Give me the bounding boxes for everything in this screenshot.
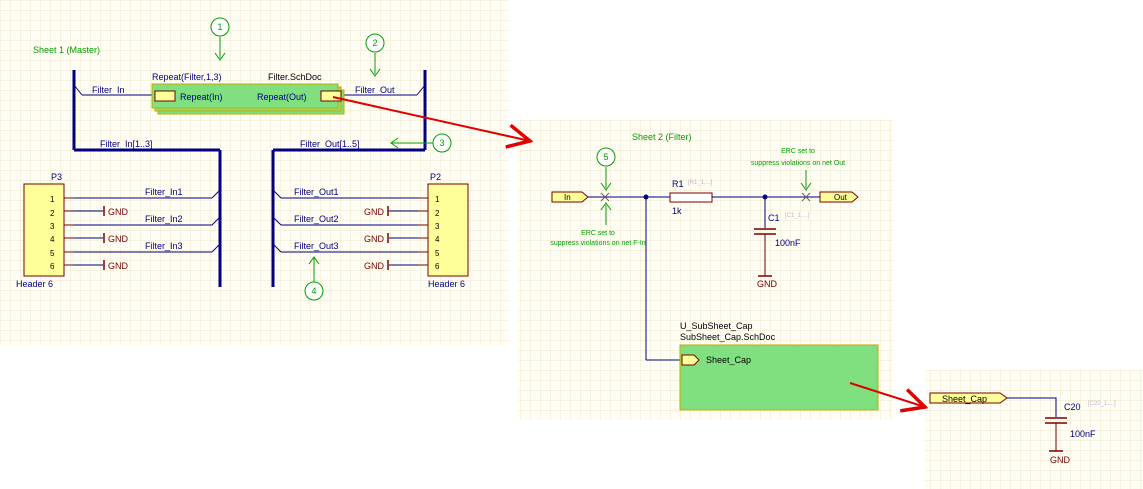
red-arrow-to-sheet3 <box>849 382 925 407</box>
p2-comment: Header 6 <box>428 279 465 289</box>
gnd-p3-4: GND <box>108 234 129 244</box>
svg-text:5: 5 <box>603 152 608 162</box>
callout-2: 2 <box>365 33 385 77</box>
subsheet-entry-label: Sheet_Cap <box>706 355 751 365</box>
svg-text:6: 6 <box>50 262 55 271</box>
net-filter-in2: Filter_In2 <box>145 214 183 224</box>
no-erc-marker-in <box>600 192 610 202</box>
port-in[interactable]: In <box>551 191 589 203</box>
callout-5: 5 <box>596 147 616 225</box>
r1-designator: R1 <box>672 179 684 189</box>
p3-body[interactable] <box>23 183 65 277</box>
net-filter-in: Filter_In <box>92 85 125 95</box>
subsheet-symbol[interactable] <box>679 344 879 411</box>
net-filter-out: Filter_Out <box>355 85 395 95</box>
p3-designator: P3 <box>51 172 62 182</box>
svg-text:5: 5 <box>435 249 440 258</box>
gnd-p2-2: GND <box>364 207 385 217</box>
gnd-p3-2: GND <box>108 207 129 217</box>
svg-text:4: 4 <box>311 286 316 296</box>
no-erc-marker-out <box>801 192 811 202</box>
p2-body[interactable] <box>427 183 469 277</box>
svg-text:Out: Out <box>834 193 848 202</box>
net-filter-in3: Filter_In3 <box>145 241 183 251</box>
resistor-r1[interactable] <box>669 192 713 203</box>
svg-text:3: 3 <box>439 138 444 148</box>
net-filter-in1: Filter_In1 <box>145 187 183 197</box>
erc-in-line2: suppress violations on net F-In <box>550 240 645 247</box>
port-out[interactable]: Out <box>819 191 859 203</box>
erc-out-line1: ERC set to <box>781 148 815 155</box>
svg-text:6: 6 <box>435 262 440 271</box>
p3-pins: 1 2 3 4 5 6 <box>50 195 55 271</box>
red-arrow-to-sheet2 <box>332 96 530 141</box>
callout-4: 4 <box>304 256 324 301</box>
repeat-sheet-symbol[interactable]: Repeat(In) Repeat(Out) <box>151 83 345 115</box>
entry-in-label: Repeat(In) <box>180 92 223 102</box>
net-filter-out3: Filter_Out3 <box>294 241 339 251</box>
subsheet-entry[interactable] <box>681 354 700 366</box>
callout-3: 3 <box>390 133 452 153</box>
entry-out-label: Repeat(Out) <box>257 92 307 102</box>
net-filter-out2: Filter_Out2 <box>294 214 339 224</box>
svg-text:2: 2 <box>50 209 55 218</box>
svg-text:5: 5 <box>50 249 55 258</box>
bus-label-out: Filter_Out[1..5] <box>300 139 360 149</box>
gnd-p3-6: GND <box>108 261 129 271</box>
callout-1: 1 <box>210 17 230 61</box>
svg-text:4: 4 <box>435 235 440 244</box>
c1-ref: [C1_1,...] <box>785 213 810 219</box>
sheet3-panel: Sheet_Cap GND C20 [C20_1,...] 100nF <box>925 370 1143 489</box>
p3-wires <box>64 197 74 266</box>
svg-text:1: 1 <box>50 195 55 204</box>
c20-ref: [C20_1,...] <box>1088 401 1116 407</box>
net-filter-out1: Filter_Out1 <box>294 187 339 197</box>
c1-value: 100nF <box>775 238 801 248</box>
c1-designator: C1 <box>768 213 780 223</box>
svg-text:1: 1 <box>435 195 440 204</box>
c20-value: 100nF <box>1070 429 1096 439</box>
subsheet-designator: U_SubSheet_Cap <box>680 321 753 331</box>
svg-text:2: 2 <box>372 38 377 48</box>
r1-ref: [R1_1,...] <box>688 180 713 186</box>
gnd-p2-6: GND <box>364 261 385 271</box>
p2-wires <box>418 197 428 266</box>
erc-in-line1: ERC set to <box>581 230 615 237</box>
svg-text:In: In <box>564 193 571 202</box>
subsheet-filename: SubSheet_Cap.SchDoc <box>680 332 776 342</box>
sheet1-title: Sheet 1 (Master) <box>33 45 100 55</box>
svg-text:4: 4 <box>50 235 55 244</box>
svg-text:2: 2 <box>435 209 440 218</box>
r1-value: 1k <box>672 206 682 216</box>
svg-text:3: 3 <box>435 222 440 231</box>
sheet2-title: Sheet 2 (Filter) <box>632 132 692 142</box>
entry-repeat-in[interactable] <box>154 90 176 102</box>
entry-repeat-out[interactable] <box>320 90 342 102</box>
c20-designator: C20 <box>1064 402 1081 412</box>
port-sheet-cap[interactable]: Sheet_Cap <box>929 392 1008 404</box>
c20-gnd: GND <box>1050 455 1071 465</box>
erc-out-line2: suppress violations on net Out <box>751 160 845 167</box>
sheet2-panel: Sheet 2 (Filter) In 5 ERC set to suppres… <box>518 120 893 420</box>
p3-comment: Header 6 <box>16 279 53 289</box>
repeat-designator: Repeat(Filter,1,3) <box>152 72 222 82</box>
p2-pins: 1 2 3 4 5 6 <box>435 195 440 271</box>
repeat-filename: Filter.SchDoc <box>268 72 322 82</box>
svg-text:1: 1 <box>217 22 222 32</box>
c1-gnd: GND <box>757 279 778 289</box>
bus-label-in: Filter_In[1..3] <box>100 139 153 149</box>
p2-designator: P2 <box>430 172 441 182</box>
svg-text:Sheet_Cap: Sheet_Cap <box>942 394 987 404</box>
gnd-p2-4: GND <box>364 234 385 244</box>
svg-text:3: 3 <box>50 222 55 231</box>
sheet1-panel: Sheet 1 (Master) 1 2 Filter_In[1..3] Fil… <box>0 0 508 345</box>
